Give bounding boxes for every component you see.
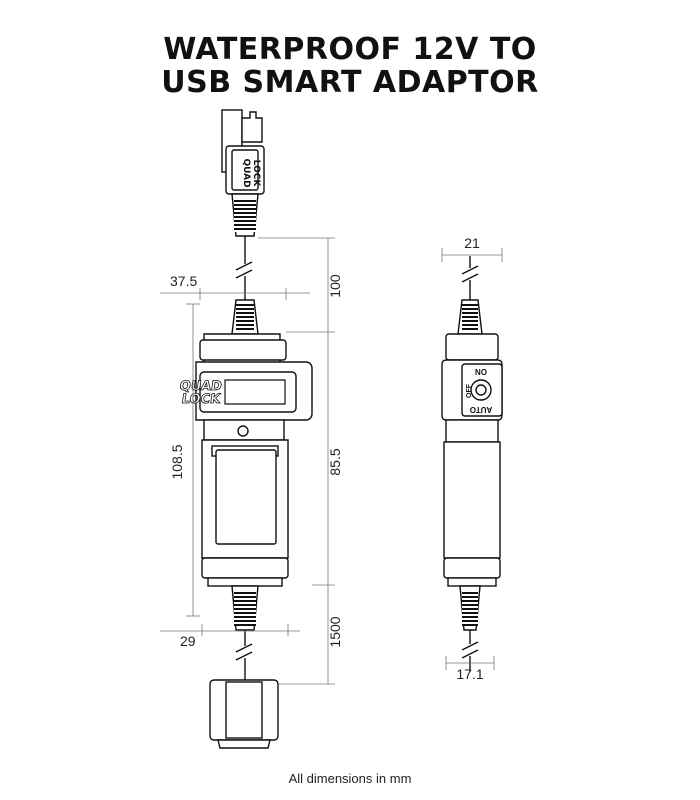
- upper-strain-relief: [231, 299, 259, 335]
- led-indicator: [237, 425, 249, 437]
- dim-top-cable-length: 100: [327, 274, 343, 298]
- side-view: ON OFF AUTO: [441, 256, 503, 672]
- cable-break-top: [235, 261, 253, 279]
- side-cable-break-top: [461, 265, 479, 283]
- top-sae-connector: QUAD LOCK: [221, 109, 265, 237]
- front-dimension-labels: 37.5 100 108.5 85.5 29 1500: [169, 273, 343, 649]
- mode-switch: [461, 363, 503, 417]
- usb-port-panel: [215, 449, 277, 545]
- dim-side-bottom-width: 17.1: [456, 666, 483, 682]
- title-line-2: USB SMART ADAPTOR: [161, 65, 539, 100]
- title-line-1: WATERPROOF 12V TO: [163, 32, 537, 67]
- dim-bottom-cable-length: 1500: [327, 616, 343, 647]
- bottom-connector: [209, 679, 279, 749]
- cable-break-bottom: [235, 643, 253, 661]
- adapter-body: QUAD LOCK: [178, 333, 313, 587]
- switch-label-off: OFF: [466, 383, 473, 398]
- switch-label-on: ON: [475, 367, 487, 376]
- lower-strain-relief: [231, 585, 259, 631]
- top-connector-brand-label: QUAD: [241, 158, 251, 187]
- dim-body-section: 85.5: [327, 448, 343, 475]
- body-brand-lock: LOCK: [181, 392, 222, 407]
- dim-body-length: 108.5: [169, 444, 185, 479]
- dim-top-connector-width: 37.5: [170, 273, 197, 289]
- footnote: All dimensions in mm: [288, 771, 412, 786]
- switch-label-auto: AUTO: [470, 405, 493, 414]
- side-cable-break-bottom: [461, 641, 479, 659]
- dim-bottom-connector-width: 29: [180, 633, 196, 649]
- front-view: QUAD LOCK QUAD LOCK: [178, 109, 313, 749]
- side-dimensions: [441, 248, 503, 670]
- front-dimensions: [160, 237, 335, 685]
- top-connector-brand-label-2: LOCK: [251, 160, 261, 188]
- body-brand-quad: QUAD: [179, 379, 223, 394]
- dim-side-width: 21: [464, 235, 480, 251]
